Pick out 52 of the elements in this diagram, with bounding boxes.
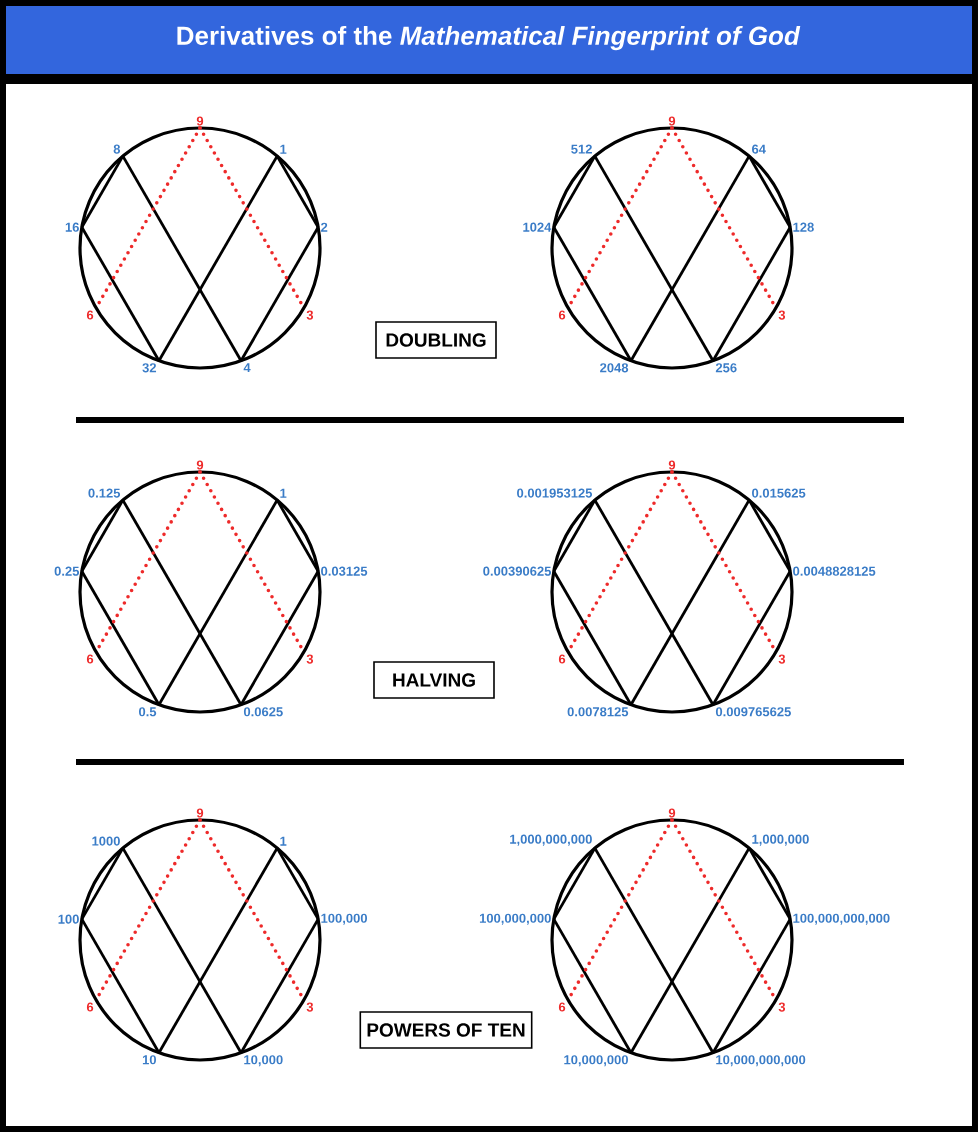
chord-line (157, 155, 279, 362)
chord-line (157, 499, 279, 706)
dotted-line (566, 126, 674, 310)
chord-line (275, 155, 320, 228)
dotted-line (198, 818, 306, 1002)
chord-line (747, 155, 792, 228)
label-box: HALVING (373, 661, 495, 699)
chord-line (80, 570, 161, 706)
chord-line (552, 226, 633, 362)
chord-line (593, 847, 715, 1054)
chord-line (80, 226, 161, 362)
chord-line (747, 499, 792, 572)
chord-line (747, 847, 792, 920)
chord-line (711, 570, 792, 706)
chord-line (121, 499, 243, 706)
dotted-line (670, 818, 778, 1002)
dotted-line (670, 126, 778, 310)
dotted-line (94, 818, 202, 1002)
chord-line (629, 155, 751, 362)
dotted-line (198, 126, 306, 310)
dotted-line (670, 470, 778, 654)
chord-line (275, 847, 320, 920)
chord-line (80, 847, 125, 920)
chord-line (552, 499, 597, 572)
chord-line (275, 499, 320, 572)
label-box: POWERS OF TEN (359, 1011, 533, 1049)
chord-line (80, 499, 125, 572)
chord-line (552, 570, 633, 706)
chord-line (239, 570, 320, 706)
chord-line (552, 847, 597, 920)
chord-line (239, 226, 320, 362)
chord-line (593, 499, 715, 706)
title-bar: Derivatives of the Mathematical Fingerprint of God (6, 6, 972, 74)
chord-line (157, 847, 279, 1054)
label-box: DOUBLING (375, 321, 497, 359)
chord-line (239, 918, 320, 1054)
chord-line (593, 155, 715, 362)
chord-line (80, 918, 161, 1054)
dotted-line (198, 470, 306, 654)
chord-line (121, 847, 243, 1054)
chord-line (80, 155, 125, 228)
chord-line (711, 226, 792, 362)
dotted-line (566, 470, 674, 654)
chord-line (711, 918, 792, 1054)
chord-line (121, 155, 243, 362)
dotted-line (566, 818, 674, 1002)
chord-line (629, 847, 751, 1054)
chord-line (552, 918, 633, 1054)
chord-line (552, 155, 597, 228)
chord-line (629, 499, 751, 706)
dotted-line (94, 126, 202, 310)
dotted-line (94, 470, 202, 654)
